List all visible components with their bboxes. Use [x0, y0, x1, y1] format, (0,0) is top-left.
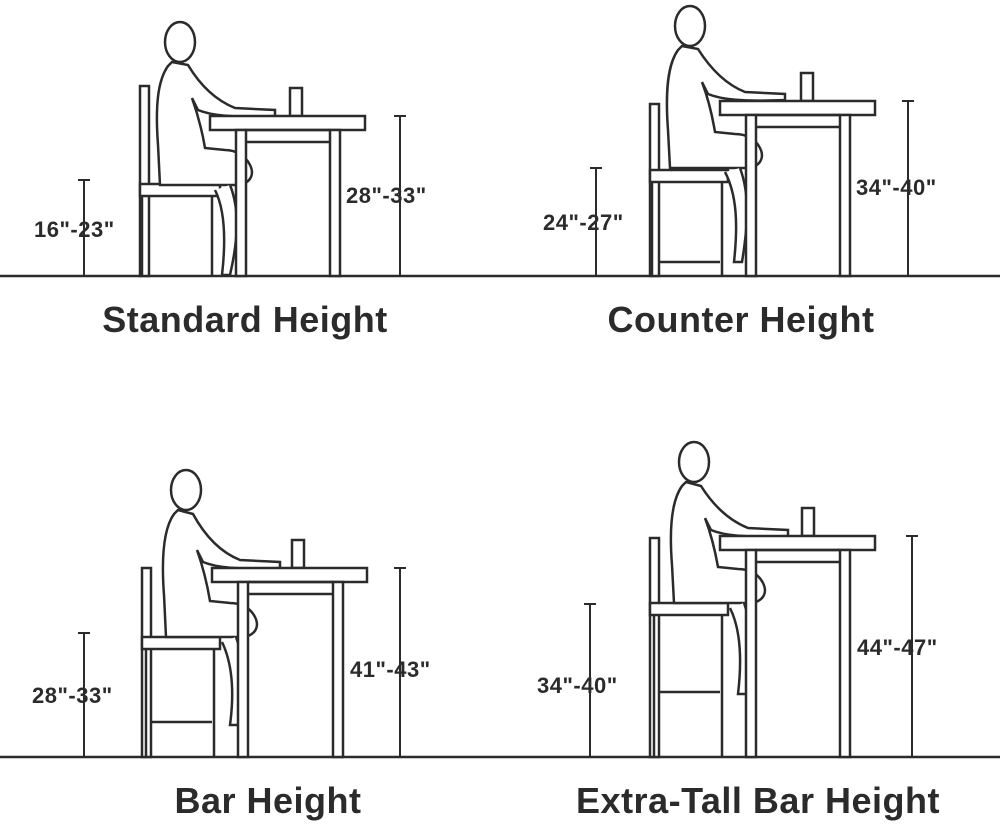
- seat-dimension-line: [78, 179, 90, 276]
- panel-standard-height: 16"-23" 28"-33" Standard Height: [0, 20, 488, 340]
- seated-person: [155, 20, 277, 277]
- panel-title: Standard Height: [102, 299, 388, 340]
- chair: [140, 566, 222, 759]
- chair: [138, 84, 222, 278]
- panel-bar-height: 28"-33" 41"-43" Bar Height: [0, 468, 488, 821]
- table: [208, 86, 367, 278]
- table: [210, 538, 369, 759]
- chair: [648, 536, 730, 759]
- seated-person: [665, 4, 787, 264]
- table-dimension-line: [902, 100, 914, 276]
- table: [718, 506, 877, 759]
- table-height-label: 28"-33": [346, 183, 427, 208]
- seat-height-label: 16"-23": [34, 217, 115, 242]
- seat-dimension-line: [584, 603, 596, 757]
- seat-height-label: 28"-33": [32, 683, 113, 708]
- chair: [648, 102, 730, 278]
- seated-person: [669, 440, 790, 696]
- table-height-label: 34"-40": [856, 175, 937, 200]
- seat-height-label: 34"-40": [537, 673, 618, 698]
- table-height-label: 41"-43": [350, 657, 431, 682]
- panel-title: Counter Height: [608, 299, 875, 340]
- panel-counter-height: 24"-27" 34"-40" Counter Height: [488, 4, 1000, 340]
- seat-height-label: 24"-27": [543, 210, 624, 235]
- panel-title: Bar Height: [174, 780, 361, 821]
- seat-dimension-line: [78, 632, 90, 757]
- table-height-label: 44"-47": [857, 635, 938, 660]
- table-dimension-line: [394, 567, 406, 757]
- panel-title: Extra-Tall Bar Height: [576, 780, 940, 821]
- panel-extra-tall-bar-height: 34"-40" 44"-47" Extra-Tall Bar Height: [488, 440, 1000, 821]
- seat-dimension-line: [590, 167, 602, 276]
- table: [718, 71, 877, 278]
- table-dimension-line: [906, 535, 918, 757]
- table-dimension-line: [394, 115, 406, 276]
- seated-person: [161, 468, 282, 727]
